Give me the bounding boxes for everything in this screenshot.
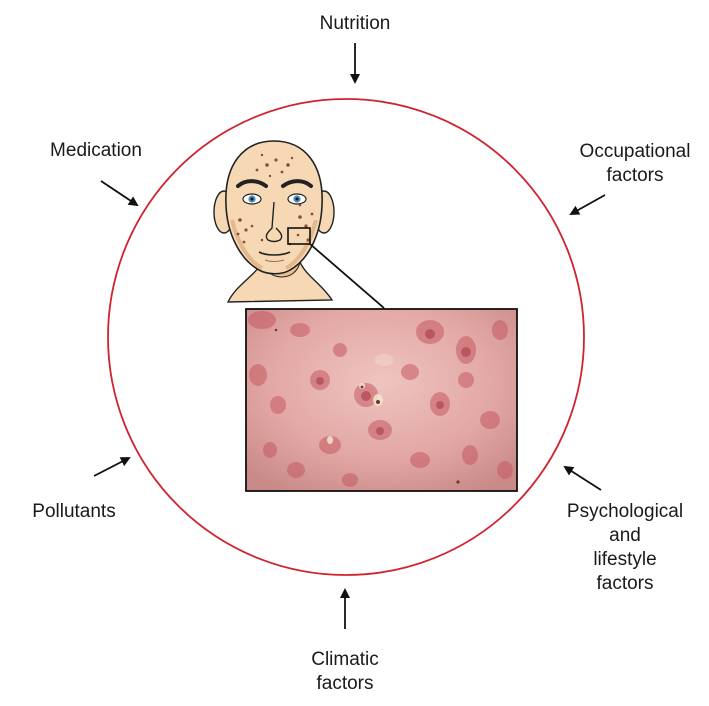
nutrition-label: Nutrition [310,12,400,36]
medication-arrow [100,180,139,207]
medication-label-line: Medication [50,140,142,161]
central-circle [107,98,585,576]
face-illustration [213,140,335,303]
psychological-label: Psychological and lifestyle factors [550,500,700,596]
climatic-label-line-2: factors [316,673,374,694]
pollutants-label: Pollutants [20,500,128,524]
medication-label: Medication [38,139,154,163]
pollutants-arrow [93,457,131,477]
climatic-label: Climatic factors [290,648,400,696]
occupational-label-line-2: factors [606,165,664,186]
occupational-arrow [569,194,606,215]
psychological-label-line-3: lifestyle [593,549,657,570]
nutrition-label-line: Nutrition [319,13,391,34]
psychological-label-line-1: Psychological [566,501,684,522]
skin-closeup-photo [245,308,518,492]
occupational-label: Occupational factors [560,140,709,188]
zoom-connector-line [309,243,385,309]
psychological-arrow [563,465,602,491]
psychological-label-line-2: and [609,525,641,546]
psychological-label-line-4: factors [596,573,654,594]
pollutants-label-line: Pollutants [32,501,116,522]
occupational-label-line-1: Occupational [579,141,691,162]
climatic-label-line-1: Climatic [311,649,379,670]
